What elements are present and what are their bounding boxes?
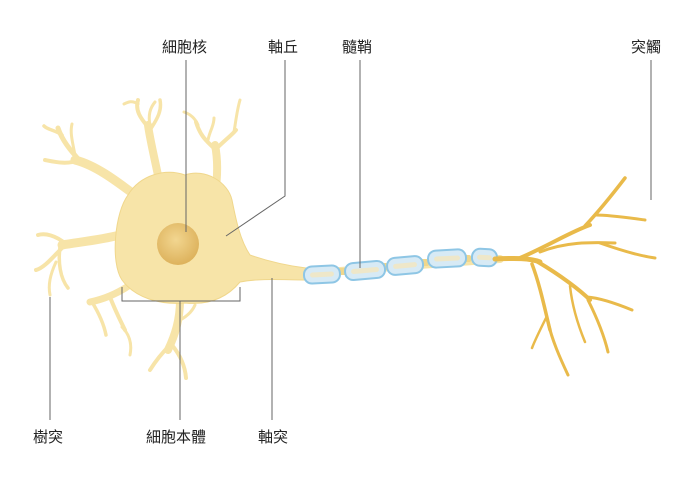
synapse-label: 突觸 (631, 38, 662, 56)
cell-body-label: 細胞本體 (146, 428, 207, 446)
myelin-sheath (302, 247, 498, 285)
myelin-sheath-label: 髓鞘 (342, 38, 373, 56)
axon-hillock-label: 軸丘 (268, 38, 299, 56)
nucleus-shape (157, 223, 199, 265)
leader-lines (49, 60, 652, 420)
nucleus-label: 細胞核 (162, 38, 208, 56)
dendrite-label: 樹突 (33, 428, 64, 446)
axon-label: 軸突 (258, 428, 289, 446)
cell-body-shape (114, 171, 307, 304)
axon-terminals (492, 176, 657, 377)
